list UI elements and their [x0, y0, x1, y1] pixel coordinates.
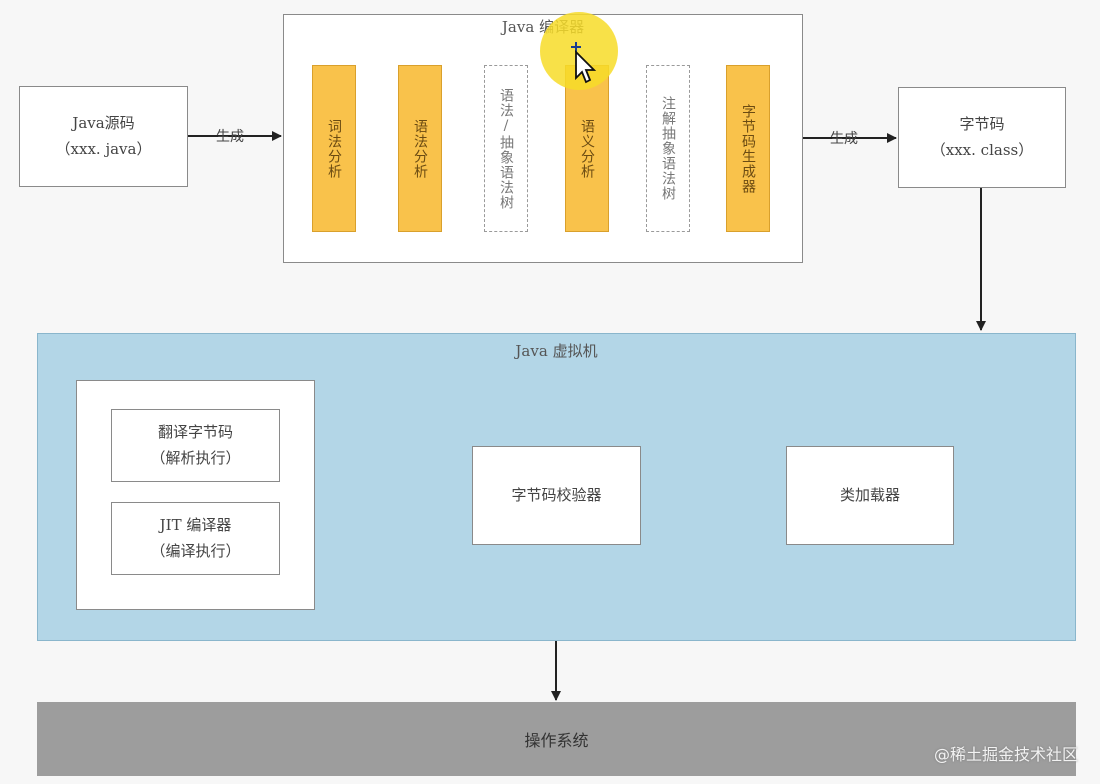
watermark: @稀土掘金技术社区 — [933, 745, 1078, 764]
stage-label: 语法分析 — [412, 118, 428, 179]
operating-system-bar: 操作系统 — [37, 702, 1076, 776]
stage-syntax-analysis: 语法分析 — [398, 65, 442, 232]
java-source-box: Java源码 （xxx. java） — [19, 86, 188, 187]
interpreter-title: 翻译字节码 — [157, 423, 233, 441]
class-loader-label: 类加载器 — [839, 485, 900, 504]
stage-annotated-syntax-tree: 注解抽象语法树 — [646, 65, 690, 232]
class-loader-box: 类加载器 — [786, 446, 954, 545]
jit-title: JIT 编译器 — [159, 516, 232, 534]
jit-compiler-box: JIT 编译器 （编译执行） — [111, 502, 280, 575]
jvm-title: Java 虚拟机 — [515, 342, 598, 360]
stage-bytecode-generator: 字节码生成器 — [726, 65, 770, 232]
stage-semantic-analysis: 语义分析 — [565, 65, 609, 232]
edge-label-generate-source: 生成 — [216, 129, 244, 145]
bytecode-verifier-box: 字节码校验器 — [472, 446, 641, 545]
stage-label: 字节码生成器 — [740, 103, 756, 194]
stage-label: 词法分析 — [326, 118, 342, 179]
stage-abstract-syntax-tree: 语法/抽象语法树 — [484, 65, 528, 232]
stage-label: 语义分析 — [579, 118, 595, 179]
stage-label: 语法/抽象语法树 — [498, 87, 514, 210]
stage-lexical-analysis: 词法分析 — [312, 65, 356, 232]
stage-label: 注解抽象语法树 — [660, 96, 676, 201]
interpreter-subtitle: （解析执行） — [150, 448, 241, 467]
os-label: 操作系统 — [524, 731, 589, 750]
cursor-highlight — [540, 12, 618, 90]
bytecode-box: 字节码 （xxx. class） — [898, 87, 1066, 188]
jit-subtitle: （编译执行） — [150, 541, 241, 560]
java-source-subtitle: （xxx. java） — [55, 139, 152, 158]
mouse-pointer-icon — [571, 42, 597, 84]
bytecode-title: 字节码 — [959, 115, 1005, 133]
verifier-label: 字节码校验器 — [511, 485, 602, 504]
bytecode-subtitle: （xxx. class） — [930, 140, 1034, 159]
edge-label-generate-bytecode: 生成 — [830, 131, 858, 147]
java-source-title: Java源码 — [72, 114, 135, 132]
interpreter-box: 翻译字节码 （解析执行） — [111, 409, 280, 482]
